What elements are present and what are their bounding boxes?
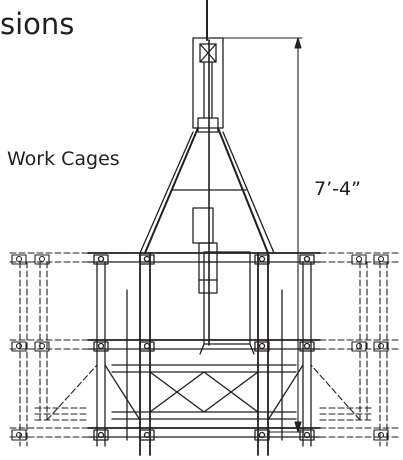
height-dimension-line	[222, 37, 305, 433]
stirrup-frame	[139, 37, 275, 254]
hoist-cable	[206, 0, 210, 346]
work-cages-label: Work Cages	[7, 148, 120, 170]
dashed-cage-extension	[9, 252, 401, 447]
floor-truss	[104, 364, 304, 421]
cage-posts	[96, 252, 312, 456]
cage-top-rail	[87, 252, 321, 265]
hoist-motor	[192, 207, 255, 355]
height-dimension-label: 7’-4”	[312, 178, 363, 200]
dashed-cage-connectors	[11, 254, 389, 441]
page-heading-fragment: sions	[0, 7, 75, 41]
cage-bottom-rail	[87, 427, 321, 441]
